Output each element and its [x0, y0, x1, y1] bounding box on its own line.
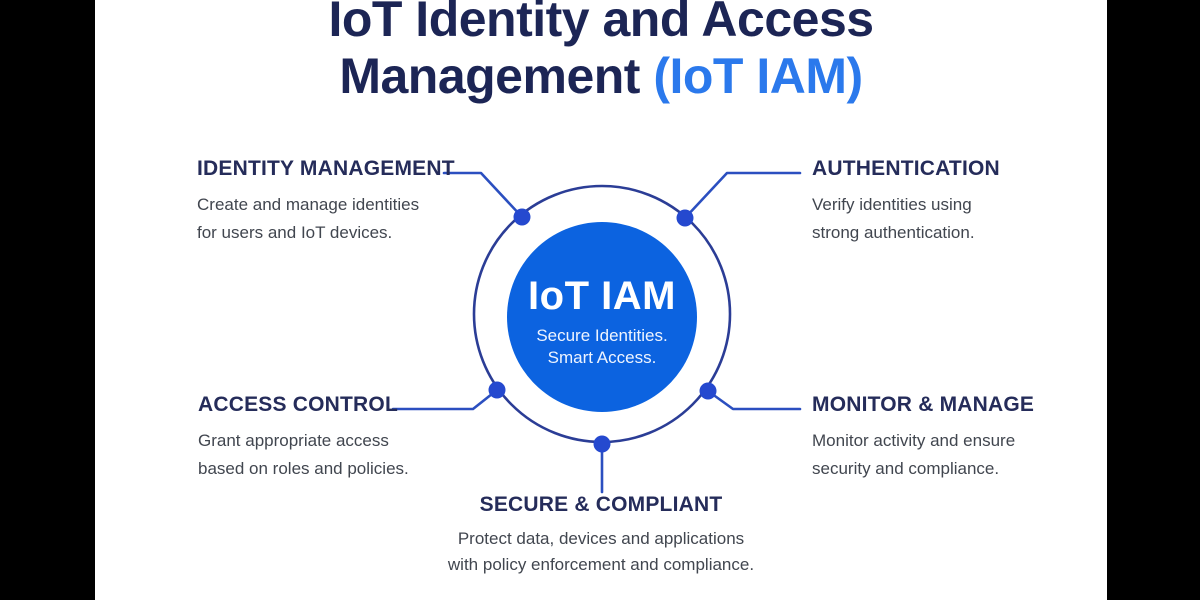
desc-line: strong authentication. [812, 223, 975, 242]
center-badge-subtitle-line2: Smart Access. [547, 347, 657, 367]
section-identity-management: IDENTITY MANAGEMENT Create and manage id… [197, 156, 455, 247]
page-title-line2-prefix: Management [339, 48, 654, 104]
section-desc-monitor-manage: Monitor activity and ensure security and… [812, 427, 1034, 483]
section-access-control: ACCESS CONTROL Grant appropriate access … [198, 392, 409, 483]
connector-identity-management [442, 171, 524, 219]
desc-line: for users and IoT devices. [197, 223, 393, 242]
center-badge-title: IoT IAM [528, 273, 676, 318]
desc-line: with policy enforcement and compliance. [447, 555, 755, 574]
page-title-line1: IoT Identity and Access [328, 0, 874, 47]
desc-line: Create and manage identities [197, 195, 420, 214]
center-badge-subtitle-line1: Secure Identities. [536, 325, 668, 345]
section-heading-access-control: ACCESS CONTROL [198, 393, 398, 416]
section-heading-authentication: AUTHENTICATION [812, 157, 1000, 180]
section-desc-authentication: Verify identities using strong authentic… [812, 191, 1000, 247]
section-secure-compliant: SECURE & COMPLIANT Protect data, devices… [95, 492, 1107, 578]
connector-access-control [391, 388, 499, 411]
node-dot-secure-compliant [593, 435, 611, 453]
node-dot-access-control [488, 381, 506, 399]
desc-line: security and compliance. [812, 459, 1000, 478]
section-monitor-manage: MONITOR & MANAGE Monitor activity and en… [812, 392, 1034, 483]
node-dot-authentication [676, 209, 694, 227]
section-authentication: AUTHENTICATION Verify identities using s… [812, 156, 1000, 247]
letterbox-right [1107, 0, 1200, 600]
desc-line: Verify identities using [812, 195, 972, 214]
letterbox-left [0, 0, 95, 600]
node-dot-identity-management [513, 208, 531, 226]
section-desc-access-control: Grant appropriate access based on roles … [198, 427, 409, 483]
connector-authentication [683, 171, 802, 220]
page-title-line2-accent: (IoT IAM) [653, 48, 863, 104]
connector-monitor-manage [706, 389, 802, 411]
desc-line: Monitor activity and ensure [812, 431, 1016, 450]
node-dot-monitor-manage [699, 382, 717, 400]
center-badge: IoT IAM Secure Identities. Smart Access. [507, 222, 697, 412]
section-heading-identity-management: IDENTITY MANAGEMENT [197, 157, 455, 180]
desc-line: Protect data, devices and applications [457, 529, 745, 548]
section-desc-secure-compliant: Protect data, devices and applications w… [95, 526, 1107, 578]
section-heading-secure-compliant: SECURE & COMPLIANT [479, 493, 723, 516]
desc-line: Grant appropriate access [198, 431, 389, 450]
desc-line: based on roles and policies. [198, 459, 409, 478]
section-desc-identity-management: Create and manage identities for users a… [197, 191, 455, 247]
section-heading-monitor-manage: MONITOR & MANAGE [812, 393, 1035, 416]
